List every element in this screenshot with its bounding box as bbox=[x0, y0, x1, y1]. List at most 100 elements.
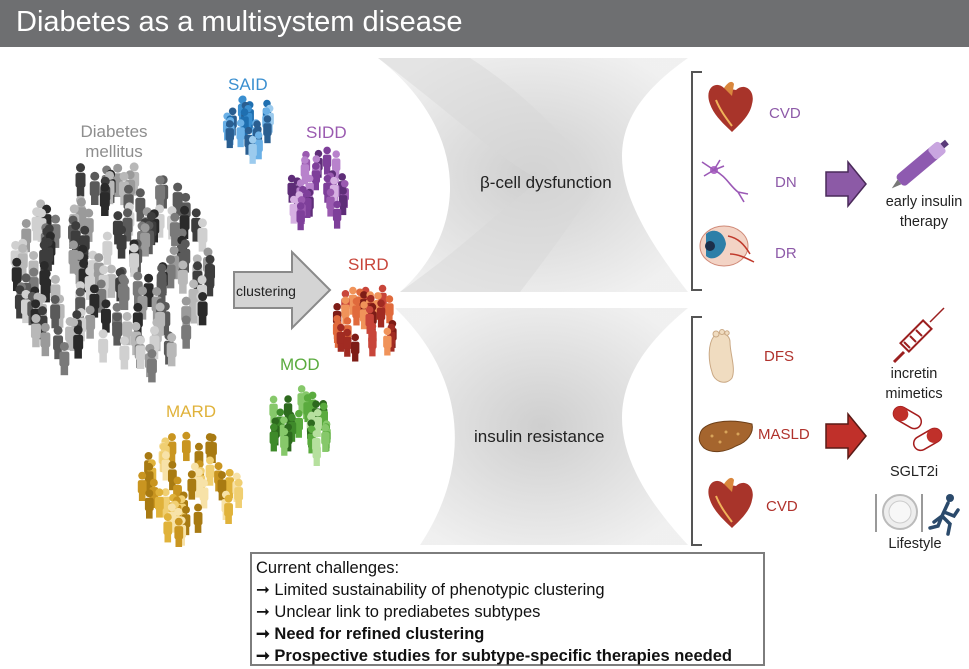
challenge-item: ➞ Limited sustainability of phenotypic c… bbox=[256, 581, 605, 599]
complication-dr: DR bbox=[775, 245, 797, 262]
person-legs bbox=[264, 134, 271, 144]
person-head bbox=[200, 479, 208, 488]
complication-cvd-bottom: CVD bbox=[766, 498, 798, 515]
person-head bbox=[84, 208, 94, 218]
person-body bbox=[181, 440, 191, 454]
person-head bbox=[112, 302, 122, 312]
person-legs bbox=[54, 349, 62, 360]
person-head bbox=[182, 431, 191, 440]
person-head bbox=[80, 225, 90, 235]
person-head bbox=[352, 297, 361, 306]
foot-icon bbox=[708, 329, 734, 383]
diabetes-label: Diabetes mellitus bbox=[70, 122, 158, 162]
person-head bbox=[228, 107, 237, 116]
person-body bbox=[263, 123, 272, 136]
mard-label: MARD bbox=[166, 402, 217, 421]
person-head bbox=[123, 208, 133, 218]
person-body bbox=[236, 127, 245, 140]
person-head bbox=[37, 306, 47, 316]
person-legs bbox=[308, 445, 315, 454]
person-legs bbox=[85, 289, 94, 300]
person-body bbox=[146, 358, 157, 374]
person-head bbox=[112, 312, 122, 322]
person-legs bbox=[339, 206, 347, 216]
person-head bbox=[68, 240, 78, 250]
person-head bbox=[73, 325, 83, 335]
person-body bbox=[98, 338, 109, 354]
person-head bbox=[332, 150, 340, 158]
therapy-sglt2i-label: SGLT2i bbox=[889, 464, 939, 480]
person-legs bbox=[99, 352, 107, 363]
person-body bbox=[336, 331, 346, 345]
person-body bbox=[312, 446, 321, 459]
sird-label: SIRD bbox=[348, 255, 389, 274]
person-legs bbox=[353, 317, 360, 326]
person-head bbox=[173, 182, 183, 192]
person-body bbox=[199, 487, 209, 501]
therapy-insulin-label: early insulin therapy bbox=[880, 192, 968, 232]
person-head bbox=[178, 260, 188, 270]
person-head bbox=[167, 333, 177, 343]
person-head bbox=[254, 125, 262, 134]
person-legs bbox=[195, 488, 203, 498]
person-legs bbox=[344, 348, 351, 357]
person-body bbox=[119, 286, 130, 302]
mod-crowd bbox=[269, 385, 331, 466]
person-legs bbox=[386, 314, 393, 324]
person-head bbox=[289, 195, 298, 204]
beta-cell-funnel-left bbox=[378, 58, 600, 292]
person-head bbox=[378, 284, 387, 293]
complication-dfs: DFS bbox=[764, 348, 794, 365]
person-head bbox=[174, 517, 183, 526]
person-body bbox=[296, 210, 305, 223]
person-head bbox=[234, 478, 243, 487]
person-head bbox=[303, 190, 312, 198]
person-body bbox=[106, 274, 117, 290]
person-head bbox=[106, 264, 116, 274]
person-head bbox=[31, 314, 41, 324]
person-legs bbox=[183, 452, 190, 462]
person-body bbox=[112, 321, 123, 337]
person-body bbox=[343, 336, 352, 350]
person-head bbox=[296, 179, 305, 187]
person-legs bbox=[175, 538, 183, 547]
person-head bbox=[225, 468, 234, 477]
person-head bbox=[284, 395, 292, 403]
person-legs bbox=[333, 220, 341, 229]
person-body bbox=[217, 479, 227, 493]
person-head bbox=[155, 488, 164, 497]
person-head bbox=[368, 322, 377, 330]
person-body bbox=[311, 170, 321, 183]
mod-label: MOD bbox=[280, 355, 320, 374]
person-head bbox=[339, 187, 347, 195]
person-head bbox=[269, 395, 278, 404]
person-head bbox=[102, 231, 112, 241]
person-body bbox=[225, 128, 234, 141]
person-legs bbox=[12, 281, 21, 292]
person-head bbox=[94, 253, 104, 263]
person-head bbox=[197, 218, 207, 228]
person-legs bbox=[155, 227, 164, 238]
person-head bbox=[147, 349, 157, 359]
person-head bbox=[305, 174, 314, 183]
person-legs bbox=[113, 335, 121, 346]
person-head bbox=[360, 301, 368, 309]
person-legs bbox=[167, 356, 176, 367]
person-head bbox=[224, 494, 233, 503]
person-head bbox=[187, 470, 196, 479]
person-legs bbox=[226, 139, 233, 149]
person-head bbox=[240, 108, 249, 116]
person-head bbox=[152, 317, 162, 327]
person-head bbox=[194, 503, 203, 512]
person-head bbox=[181, 192, 191, 202]
person-body bbox=[89, 293, 100, 309]
person-head bbox=[21, 218, 31, 228]
person-head bbox=[333, 200, 341, 209]
person-head bbox=[37, 294, 47, 304]
person-body bbox=[208, 442, 217, 456]
person-head bbox=[53, 325, 63, 335]
person-head bbox=[280, 416, 288, 425]
clustering-label: clustering bbox=[236, 283, 296, 299]
person-head bbox=[337, 323, 345, 332]
